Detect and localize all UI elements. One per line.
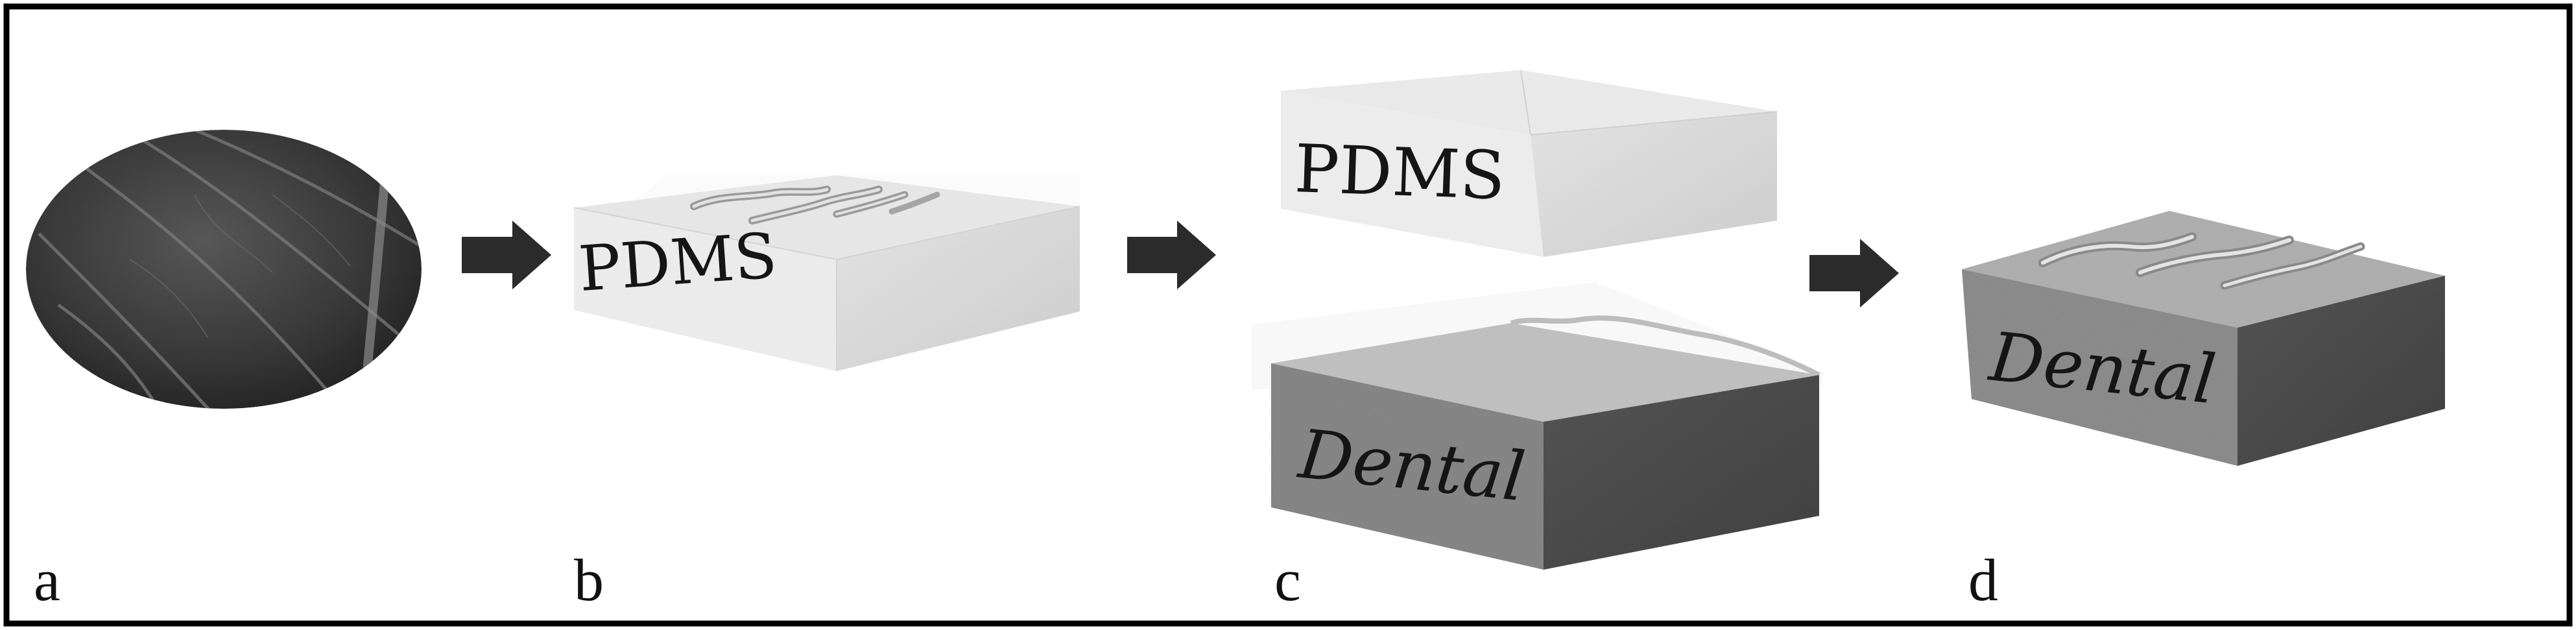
pdms-mold-label: PDMS <box>1293 130 1507 215</box>
arrow-a-to-b <box>462 221 551 289</box>
panel-d: Dental d <box>1962 211 2445 613</box>
pdms-block-label: PDMS <box>577 219 780 306</box>
panel-letter-a: a <box>34 547 60 613</box>
pdms-mold-block <box>1281 69 1778 257</box>
panel-letter-d: d <box>1968 547 1998 613</box>
dental-block-unpatterned <box>1252 282 1822 570</box>
panel-c: PDMS Dental c <box>1252 69 1822 613</box>
replicated-leaf-pattern <box>2038 232 2365 290</box>
panel-letter-b: b <box>574 547 604 613</box>
dental-block-patterned <box>1962 211 2445 466</box>
panel-letter-c: c <box>1274 547 1301 613</box>
panel-b: PDMS b <box>573 175 1080 613</box>
arrow-c-to-d <box>1809 239 1899 308</box>
leaf-texture-image <box>26 130 422 409</box>
arrow-b-to-c <box>1127 221 1216 289</box>
pdms-block <box>573 175 1080 371</box>
figure-frame <box>3 3 2573 627</box>
leaf-imprint-pattern <box>690 186 940 224</box>
panel-a: a <box>26 130 422 613</box>
